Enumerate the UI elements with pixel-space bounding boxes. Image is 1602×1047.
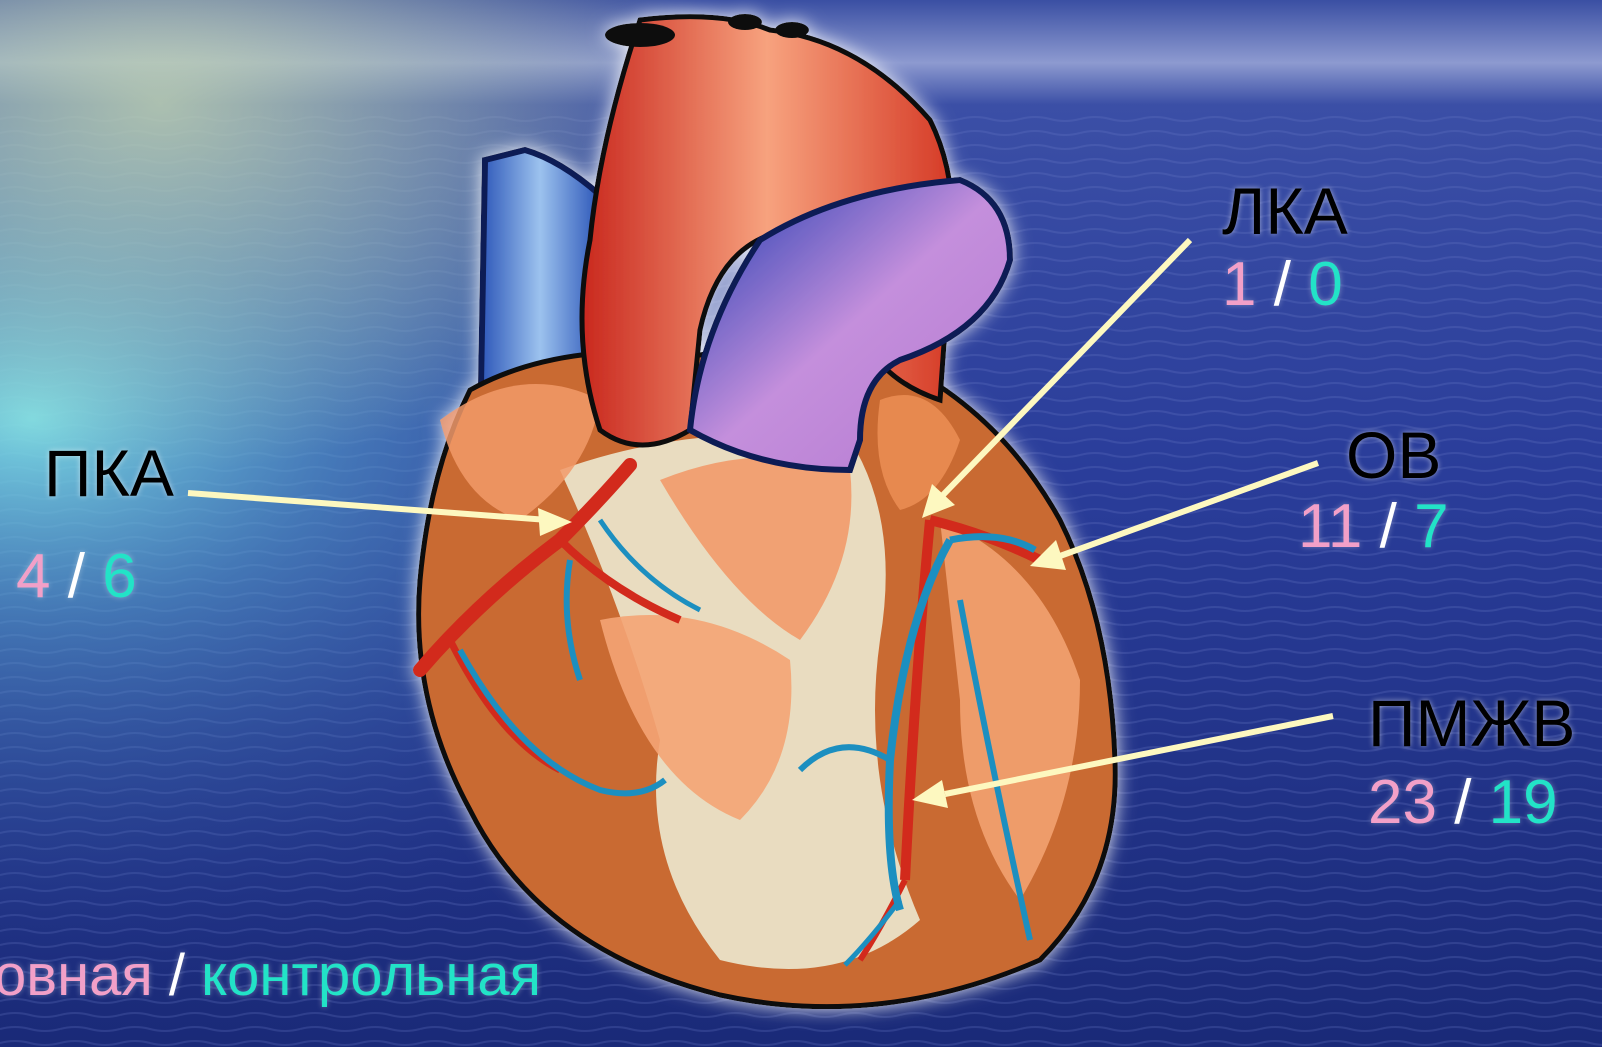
separator-pmzhv: / (1454, 768, 1471, 837)
counts-lka: 1 / 0 (1222, 254, 1343, 316)
legend-control-group: контрольная (201, 943, 541, 1008)
label-lka: ЛКА (1222, 178, 1348, 244)
control-count-lka: 0 (1308, 250, 1342, 319)
label-pmzhv: ПМЖВ (1368, 690, 1575, 756)
legend-main-group: овная (0, 943, 153, 1008)
separator-lka: / (1274, 250, 1291, 319)
counts-ov: 11 / 7 (1298, 496, 1449, 558)
main-count-pka: 4 (16, 542, 50, 611)
control-count-pmzhv: 19 (1489, 768, 1558, 837)
control-count-ov: 7 (1414, 492, 1448, 561)
separator-ov: / (1380, 492, 1397, 561)
legend-separator: / (169, 943, 185, 1008)
label-ov: ОВ (1346, 422, 1441, 488)
control-count-pka: 6 (102, 542, 136, 611)
main-count-lka: 1 (1222, 250, 1256, 319)
main-count-pmzhv: 23 (1368, 768, 1437, 837)
group-legend: овная / контрольная (0, 942, 541, 1009)
counts-pka: 4 / 6 (16, 546, 137, 608)
main-count-ov: 11 (1298, 492, 1362, 561)
label-pka: ПКА (44, 440, 174, 506)
separator-pka: / (68, 542, 85, 611)
counts-pmzhv: 23 / 19 (1368, 772, 1558, 834)
